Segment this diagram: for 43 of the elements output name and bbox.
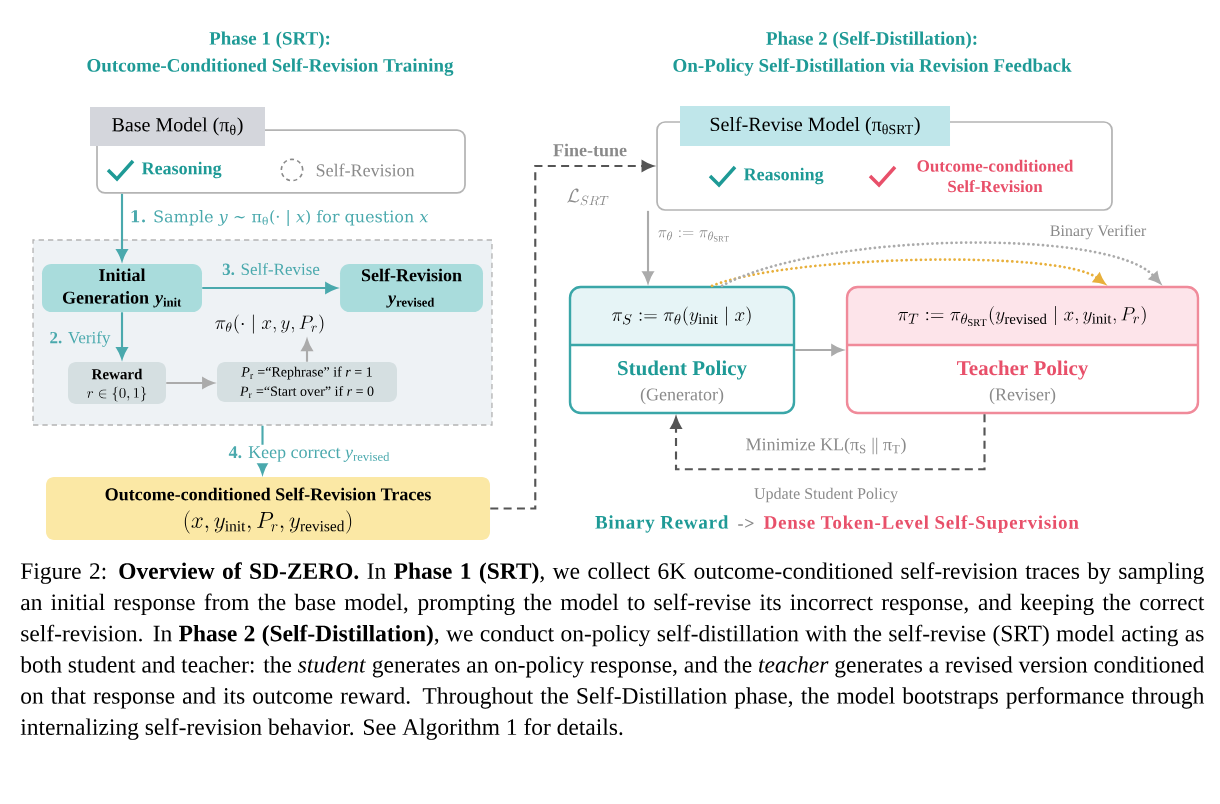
phase-heading: Outcome-Conditioned Self-Revision Training: [87, 58, 454, 76]
arrow: [116, 193, 128, 262]
arrow: [301, 339, 313, 362]
arrow: [670, 414, 986, 471]
reward-box: Reward $r \in \{0, 1\}$: [68, 362, 166, 404]
prompt-box: P$_{r}$ =“Rephrase” if r = 1 P$_{r}$ =“Start over” if r = 0: [217, 362, 397, 402]
model-box: [90, 107, 466, 194]
phase-heading: Phase 2 (Self-Distillation):: [766, 31, 977, 49]
edge-label: 4. Keep correct y$_{revised}$: [227, 444, 392, 464]
phase-heading: On-Policy Self-Distillation via Revision Feedback: [673, 58, 1072, 76]
phase-heading: Phase 1 (SRT):: [209, 31, 330, 49]
process-box: Initial Generation y$_{init}$: [42, 264, 202, 312]
capability-label: Outcome-conditioned Self-Revision: [917, 159, 1074, 193]
arrow: [710, 258, 1106, 288]
summary-text: Dense Token-Level Self-Supervision: [763, 515, 1079, 533]
capability-label: Reasoning: [141, 161, 222, 179]
arrow: [490, 160, 654, 510]
policy-box: $\pi_S \mathrel{:=} \pi_\theta(y_{\mathrm{init}} \mid x)$ Student Policy (Generator): [568, 285, 796, 415]
traces-box: Outcome-conditioned Self-Revision Traces $(x, y_{\mathrm{init}}, P_r, y_{\mathrm{revised}})$: [46, 477, 490, 540]
process-box: Self-Revision y$_{revised}$: [340, 264, 483, 312]
arrow: [116, 312, 128, 360]
capability-label: Self-Revision: [316, 163, 415, 177]
summary-arrow-text: ->: [738, 518, 754, 528]
step-label: Update Student Policy: [754, 487, 898, 503]
formula-text: $\pi_\theta(\cdot \mid x, y, P_r)$: [215, 314, 324, 334]
header-tab: Self-Revise Model (π$_{θSRT}$): [680, 106, 950, 146]
header-tab: Base Model (π$_{θ}$): [90, 107, 265, 146]
capability-label: Reasoning: [743, 167, 824, 185]
model-box: [656, 106, 1113, 211]
arrow: [720, 241, 1161, 288]
arrow: [795, 344, 844, 356]
loss-label: $\mathcal{L}_{SRT}$: [567, 188, 609, 206]
summary-text: Binary Reward: [595, 515, 729, 533]
edge-label: $\pi_\theta \mathrel{:=} \pi_{\theta_{\mathrm{SRT}}}$: [656, 229, 732, 243]
caption: Figure 2: Overview of SD-ZERO. In Phase 1 (SRT), we collect 6K outcome-conditioned self-revision traces by sampling an initial response from the base model, prompting the model to self-revise its incorrect response, and keeping the correct self-revision. In Phase 2 (Self-Distillation), we conduct on-policy self-distillation with the self-revise (SRT) model acting as both student and teacher: the student generates an on-policy response, and the teacher generates a revised version conditioned on that response and its outcome reward. Throughout the Self-Distillation phase, the model bootstraps performance through internalizing self-revision behavior. See Algorithm 1 for details.: [20, 562, 1205, 740]
edge-label: Fine-tune: [551, 142, 629, 158]
arrow: [202, 282, 338, 294]
edge-label: Minimize KL(π$_{S}$ || π$_{T}$): [744, 436, 908, 456]
edge-label: 1. Sample y ∼ π$_{θ}$(· | x) for question x: [128, 208, 430, 228]
arrow: [166, 377, 215, 389]
arrow: [642, 210, 654, 284]
policy-box: $\pi_T \mathrel{:=} \pi_{\theta_{\mathrm{SRT}}}(y_{\mathrm{revised}} \mid x, y_{\mathrm{init}}, P_r)$ Teacher Policy (Reviser): [845, 285, 1200, 415]
edge-label: Binary Verifier: [1048, 223, 1148, 241]
